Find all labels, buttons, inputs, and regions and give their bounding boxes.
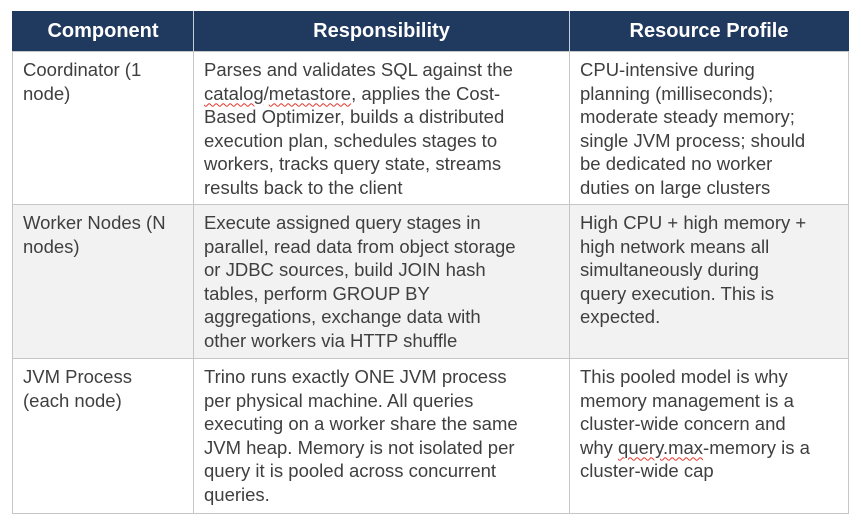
misspelled-word: query.max (618, 436, 704, 458)
text-segment: This pooled model is why memory manageme… (580, 366, 794, 458)
resource-profile-cell: CPU-intensive during planning (milliseco… (569, 51, 849, 205)
resource-profile-cell: High CPU + high memory + high network me… (569, 204, 849, 359)
table-row-coordinator: Coordinator (1 node) Parses and validate… (12, 51, 849, 205)
component-cell: Coordinator (1 node) (12, 51, 194, 205)
responsibility-text: Trino runs exactly ONE JVM process per p… (204, 365, 526, 506)
resource-profile-text: High CPU + high memory + high network me… (580, 211, 810, 329)
table-row-worker-nodes: Worker Nodes (N nodes) Execute assigned … (12, 204, 849, 359)
responsibility-cell: Parses and validates SQL against the cat… (193, 51, 570, 205)
component-text: JVM Process (each node) (23, 366, 132, 411)
column-header-responsibility: Responsibility (193, 11, 570, 52)
text-segment: / (263, 82, 269, 104)
responsibility-cell: Execute assigned query stages in paralle… (193, 204, 570, 359)
responsibility-text: Parses and validates SQL against the cat… (204, 58, 526, 199)
table-header-row: Component Responsibility Resource Profil… (12, 11, 849, 52)
resource-profile-cell: This pooled model is why memory manageme… (569, 358, 849, 514)
text-segment: High CPU + high memory + high network me… (580, 212, 807, 327)
component-cell: JVM Process (each node) (12, 358, 194, 514)
text-segment: -memory is a cluster-wide cap (580, 436, 810, 482)
component-table: Component Responsibility Resource Profil… (12, 11, 849, 514)
text-segment: Trino runs exactly ONE JVM process per p… (204, 366, 518, 505)
text-segment: CPU-intensive during planning (milliseco… (580, 59, 806, 198)
resource-profile-text: CPU-intensive during planning (milliseco… (580, 58, 810, 199)
responsibility-text: Execute assigned query stages in paralle… (204, 211, 526, 352)
column-header-component: Component (12, 11, 194, 52)
component-text: Worker Nodes (N nodes) (23, 212, 166, 257)
resource-profile-text: This pooled model is why memory manageme… (580, 365, 810, 483)
responsibility-cell: Trino runs exactly ONE JVM process per p… (193, 358, 570, 514)
misspelled-word: metastore (268, 82, 352, 104)
component-cell: Worker Nodes (N nodes) (12, 204, 194, 359)
text-segment: Parses and validates SQL against the (204, 59, 513, 80)
table-row-jvm-process: JVM Process (each node) Trino runs exact… (12, 358, 849, 514)
component-text: Coordinator (1 node) (23, 59, 142, 104)
column-header-resource-profile: Resource Profile (569, 11, 849, 52)
text-segment: , applies the Cost-Based Optimizer, buil… (204, 82, 505, 198)
misspelled-word: catalog (204, 82, 264, 104)
text-segment: Execute assigned query stages in paralle… (204, 212, 516, 351)
